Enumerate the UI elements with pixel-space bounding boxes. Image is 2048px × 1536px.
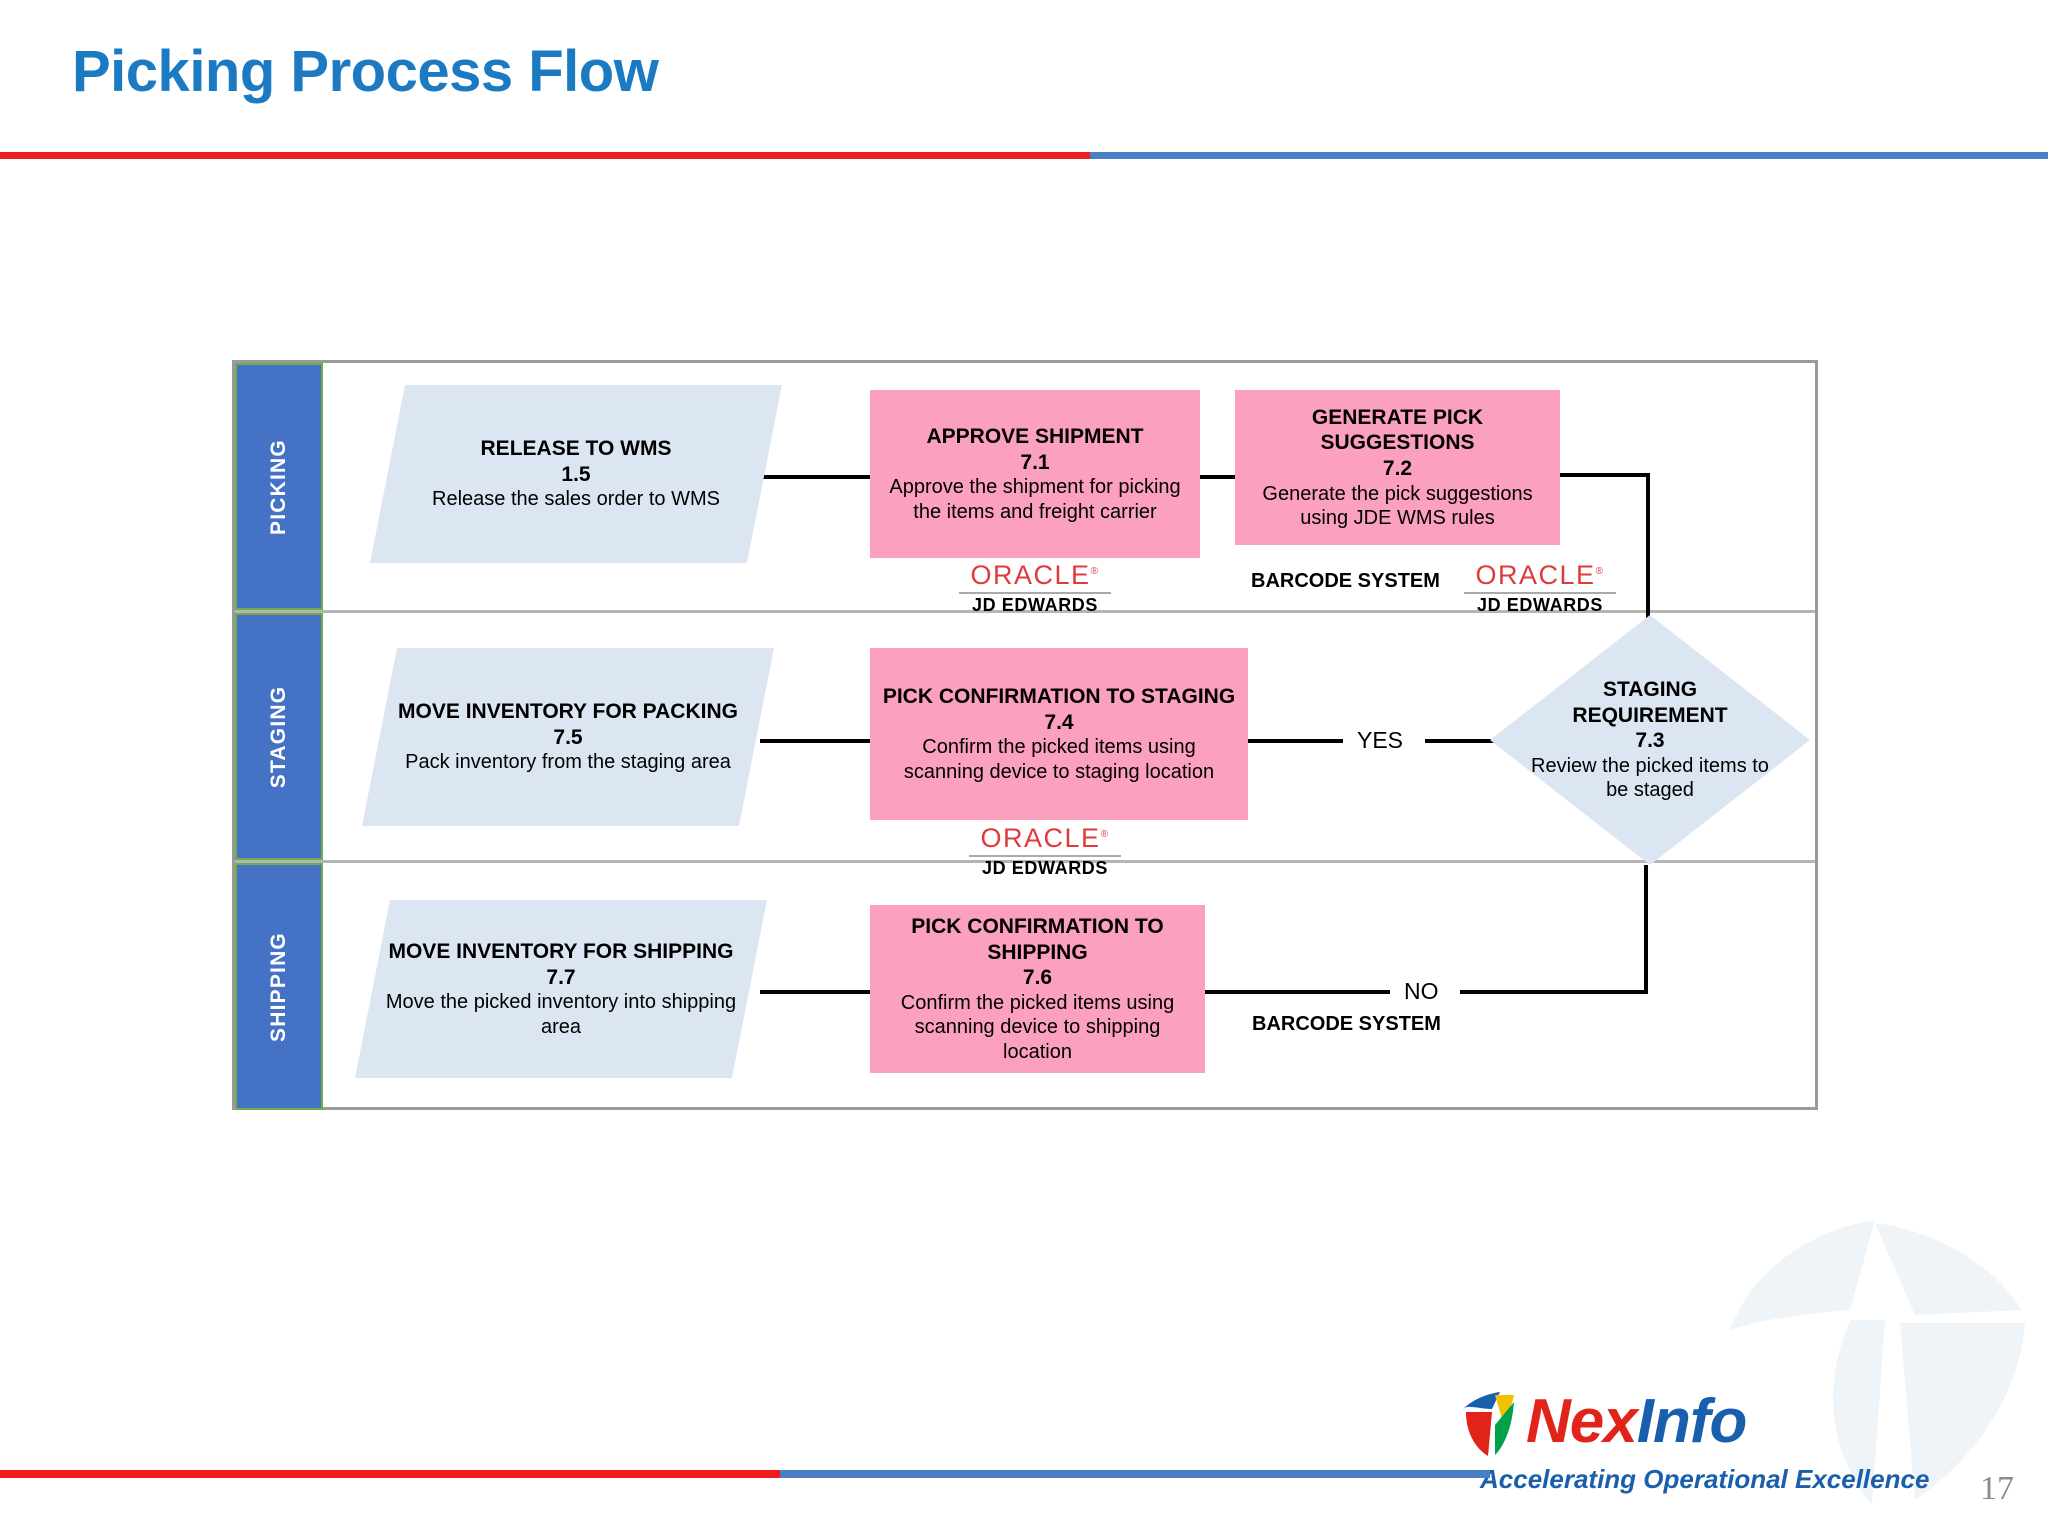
connector-no-corner-up-to-7.3 [1644,865,1648,994]
node-title: APPROVE SHIPMENT [926,425,1144,448]
node-title: STAGING REQUIREMENT [1572,678,1728,727]
swimlane-shipping: SHIPPING [235,863,1815,1110]
oracle-jd-edwards-logo: ORACLE® JD EDWARDS [955,562,1115,614]
branch-label-yes: YES [1357,727,1404,753]
page-number: 17 [1980,1470,2014,1507]
node-code: 7.2 [1382,456,1413,480]
node-title: MOVE INVENTORY FOR PACKING [398,700,738,724]
oracle-product-name: JD EDWARDS [981,858,1108,878]
node-code: 1.5 [561,462,591,486]
oracle-underline [1464,592,1616,594]
nexinfo-tagline: Accelerating Operational Excellence [1480,1464,1930,1494]
swimlane-header-picking: PICKING [235,363,323,610]
node-title: MOVE INVENTORY FOR SHIPPING [388,940,734,963]
oracle-underline [969,855,1121,857]
connector-7.4-to-yes [1248,739,1343,743]
swimlane-picking: PICKING [235,363,1815,613]
connector-7.1-to-7.2 [1175,475,1235,479]
node-desc: Confirm the picked items using scanning … [900,991,1175,1063]
node-title: RELEASE TO WMS [480,437,672,461]
node-desc: Generate the pick suggestions using JDE … [1262,482,1533,529]
connector-yes-to-7.3 [1425,739,1520,743]
node-title: PICK CONFIRMATION TO STAGING [882,685,1236,708]
connector-1.5-to-7.1 [760,475,870,479]
node-title: PICK CONFIRMATION TO SHIPPING [911,915,1164,964]
node-desc: Review the picked items to be staged [1531,755,1769,802]
node-desc: Release the sales order to WMS [432,488,720,511]
page-title: Picking Process Flow [72,39,659,104]
connector-corner-to-7.3 [1646,473,1650,683]
node-desc: Confirm the picked items using scanning … [903,736,1215,783]
swimlane-staging: STAGING [235,613,1815,863]
system-label-barcode-row3: BARCODE SYSTEM [1252,1013,1441,1035]
node-code: 7.5 [553,725,583,749]
node-pick-confirmation-to-staging[interactable]: PICK CONFIRMATION TO STAGING 7.4 Confirm… [870,648,1248,820]
node-title: GENERATE PICK SUGGESTIONS [1311,405,1484,455]
connector-no-to-corner [1460,990,1648,994]
oracle-jd-edwards-logo: ORACLE® JD EDWARDS [965,825,1125,877]
node-generate-pick-suggestions[interactable]: GENERATE PICK SUGGESTIONS 7.2 Generate t… [1235,390,1560,545]
node-approve-shipment[interactable]: APPROVE SHIPMENT 7.1 Approve the shipmen… [870,390,1200,558]
oracle-wordmark: ORACLE [1475,560,1596,590]
oracle-trademark-icon: ® [1595,566,1605,577]
node-move-inventory-for-packing[interactable]: MOVE INVENTORY FOR PACKING 7.5 Pack inve… [362,648,774,826]
nexinfo-name-info: Info [1636,1387,1748,1456]
swimlane-label-staging: STAGING [267,685,290,788]
node-code: 7.3 [1635,729,1665,753]
node-code: 7.7 [546,965,576,989]
oracle-trademark-icon: ® [1100,829,1110,840]
oracle-jd-edwards-logo: ORACLE® JD EDWARDS [1460,562,1620,614]
node-code: 7.4 [1044,710,1074,734]
swimlane-header-shipping: SHIPPING [235,863,323,1110]
oracle-product-name: JD EDWARDS [971,595,1098,615]
footer-divider-red [0,1470,780,1478]
node-desc: Move the picked inventory into shipping … [385,991,737,1038]
nexinfo-name-nex: Nex [1526,1387,1638,1456]
node-desc: Approve the shipment for picking the ite… [889,476,1181,523]
footer-divider-blue [780,1470,1490,1478]
node-pick-confirmation-to-shipping[interactable]: PICK CONFIRMATION TO SHIPPING 7.6 Confir… [870,905,1205,1073]
nexinfo-mark-icon [1464,1392,1514,1456]
node-desc: Pack inventory from the staging area [405,751,731,774]
connector-7.7-to-7.6 [760,990,870,994]
connector-7.5-to-7.4 [760,739,870,743]
oracle-wordmark: ORACLE [980,823,1101,853]
node-release-to-wms[interactable]: RELEASE TO WMS 1.5 Release the sales ord… [370,385,782,563]
oracle-trademark-icon: ® [1090,566,1100,577]
swimlane-header-staging: STAGING [235,613,323,860]
node-move-inventory-for-shipping[interactable]: MOVE INVENTORY FOR SHIPPING 7.7 Move the… [355,900,767,1078]
header-divider-blue [1090,152,2048,159]
header-divider-red [0,152,1090,159]
swimlane-label-picking: PICKING [267,438,290,535]
connector-7.2-to-corner [1560,473,1650,477]
oracle-product-name: JD EDWARDS [1476,595,1603,615]
node-code: 7.1 [1020,450,1050,474]
system-label-barcode-row1: BARCODE SYSTEM [1251,570,1440,592]
branch-label-no: NO [1404,978,1439,1004]
oracle-wordmark: ORACLE [970,560,1091,590]
connector-7.6-to-no [1205,990,1390,994]
swimlane-label-shipping: SHIPPING [267,931,290,1042]
oracle-underline [959,592,1111,594]
node-code: 7.6 [1022,966,1053,990]
nexinfo-logo: NexInfo Accelerating Operational Excelle… [1464,1387,1929,1500]
